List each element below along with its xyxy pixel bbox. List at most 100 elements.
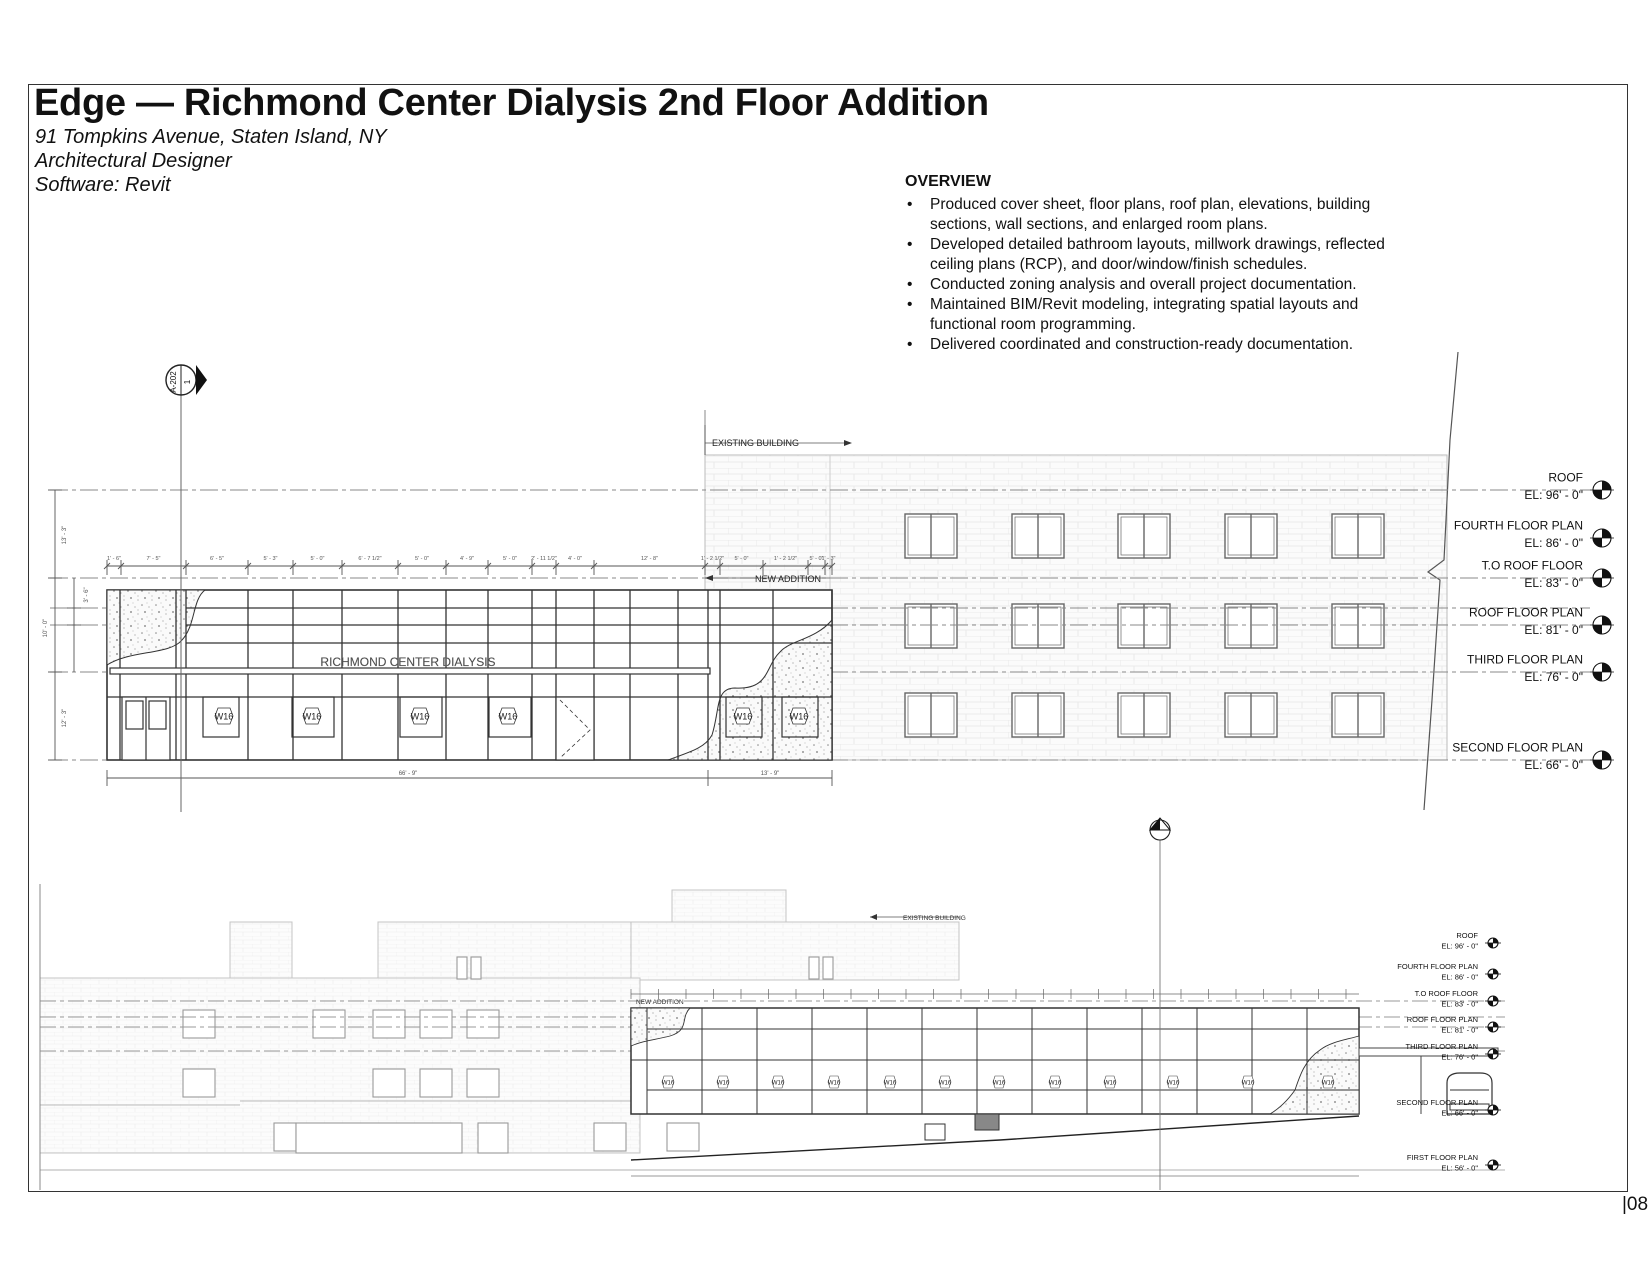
level-elevation: EL: 76' - 0" xyxy=(1524,670,1583,684)
level-name: SECOND FLOOR PLAN xyxy=(1396,1098,1478,1107)
dimension-label: 2' - 11 1/2" xyxy=(531,556,557,562)
dimension-label: 1' - 3" xyxy=(821,556,835,562)
window-tag: W16 xyxy=(828,1081,841,1087)
window-tag: W16 xyxy=(411,712,430,722)
window-tag: W16 xyxy=(499,712,518,722)
level-name: ROOF xyxy=(1456,931,1478,940)
storefront-window xyxy=(202,696,240,738)
project-address: 91 Tompkins Avenue, Staten Island, NY xyxy=(35,126,387,148)
level-elevation: EL: 96' - 0" xyxy=(1441,942,1478,951)
level-name: T.O ROOF FLOOR xyxy=(1482,559,1584,573)
lower-existing-building-tag: EXISTING BUILDING xyxy=(903,915,966,922)
storefront-window xyxy=(399,696,443,738)
level-elevation: EL: 56' - 0" xyxy=(1441,1164,1478,1173)
left-dim-3: 3' - 6" xyxy=(84,587,90,602)
window-tag: W16 xyxy=(939,1081,952,1087)
level-elevation: EL: 86' - 0" xyxy=(1524,536,1583,550)
building-signage: RICHMOND CENTER DIALYSIS xyxy=(320,655,495,669)
dimension-label: 1' - 2 1/2" xyxy=(774,556,797,562)
bottom-dim-1: 66' - 9" xyxy=(399,771,418,777)
level-elevation: EL: 66' - 0" xyxy=(1524,758,1583,772)
dimension-label: 4' - 9" xyxy=(460,556,474,562)
dimension-label: 1' - 2 1/2" xyxy=(701,556,724,562)
level-name: SECOND FLOOR PLAN xyxy=(1452,741,1583,755)
level-elevation: EL: 66' - 0" xyxy=(1441,1109,1478,1118)
dimension-label: 4' - 0" xyxy=(568,556,582,562)
level-elevation: EL: 81' - 0" xyxy=(1441,1026,1478,1035)
lower-stucco-left xyxy=(630,1007,692,1047)
level-name: ROOF FLOOR PLAN xyxy=(1469,606,1583,620)
window-tag: W16 xyxy=(1167,1081,1180,1087)
overview-heading: OVERVIEW xyxy=(905,173,991,190)
dimension-label: 5' - 0" xyxy=(310,556,324,562)
project-title: Edge — Richmond Center Dialysis 2nd Floo… xyxy=(34,82,989,124)
overview-list: Produced cover sheet, floor plans, roof … xyxy=(905,195,1425,355)
left-dim-2: 10' - 0" xyxy=(43,619,49,638)
storefront-window xyxy=(488,696,532,738)
bottom-dim-2: 13' - 9" xyxy=(761,771,780,777)
level-elevation: EL: 76' - 0" xyxy=(1441,1053,1478,1062)
level-elevation: EL: 83' - 0" xyxy=(1441,1000,1478,1009)
project-software: Software: Revit xyxy=(35,174,171,196)
level-name: THIRD FLOOR PLAN xyxy=(1467,653,1583,667)
dimension-label: 5' - 0" xyxy=(415,556,429,562)
window-tag: W16 xyxy=(1104,1081,1117,1087)
lower-level-markers: ROOF EL: 96' - 0" FOURTH FLOOR PLAN EL: 86'… xyxy=(1396,931,1501,1173)
new-addition-tag: NEW ADDITION xyxy=(755,574,821,584)
level-name: FIRST FLOOR PLAN xyxy=(1407,1153,1478,1162)
break-line xyxy=(1423,351,1459,811)
overview-item: Developed detailed bathroom layouts, mil… xyxy=(905,235,1425,275)
level-elevation: EL: 83' - 0" xyxy=(1524,576,1583,590)
new-addition-stucco-right xyxy=(667,618,833,761)
window-tags: W16 W16 W16 W16 W16 W16 xyxy=(202,696,819,738)
overview-item: Produced cover sheet, floor plans, roof … xyxy=(905,195,1425,235)
window-tag: W16 xyxy=(993,1081,1006,1087)
lower-section-marker xyxy=(1148,817,1172,841)
storefront-window xyxy=(291,696,335,738)
level-name: THIRD FLOOR PLAN xyxy=(1405,1042,1478,1051)
existing-windows xyxy=(904,513,1385,738)
overview-section: OVERVIEW Produced cover sheet, floor pla… xyxy=(905,172,1425,355)
level-elevation: EL: 86' - 0" xyxy=(1441,973,1478,982)
section-marker: A-202 1 xyxy=(165,364,207,396)
level-name: ROOF xyxy=(1548,471,1583,485)
overview-item: Conducted zoning analysis and overall pr… xyxy=(905,275,1425,295)
dimension-label: 5' - 0" xyxy=(809,556,823,562)
window-tag: W16 xyxy=(772,1081,785,1087)
level-elevation: EL: 81' - 0" xyxy=(1524,623,1583,637)
overview-item: Maintained BIM/Revit modeling, integrati… xyxy=(905,295,1425,335)
window-tag: W16 xyxy=(215,712,234,722)
dimension-label: 5' - 0" xyxy=(503,556,517,562)
svg-text:A-202: A-202 xyxy=(169,371,178,393)
dimension-label: 1' - 6" xyxy=(107,556,121,562)
dimension-label: 5' - 0" xyxy=(734,556,748,562)
lower-new-addition-tag: NEW ADDITION xyxy=(636,999,684,1006)
window-tag: W16 xyxy=(717,1081,730,1087)
window-tag: W16 xyxy=(734,712,753,722)
lower-stucco-right xyxy=(1268,1035,1360,1115)
existing-building-tag: EXISTING BUILDING xyxy=(712,438,799,448)
window-tag: W16 xyxy=(1049,1081,1062,1087)
page-number: |08 xyxy=(1622,1194,1649,1215)
dimension-label: 7' - 5" xyxy=(146,556,160,562)
window-tag: W16 xyxy=(303,712,322,722)
level-name: FOURTH FLOOR PLAN xyxy=(1454,519,1583,533)
svg-text:1: 1 xyxy=(183,379,192,384)
window-tag: W16 xyxy=(662,1081,675,1087)
project-role: Architectural Designer xyxy=(35,150,232,172)
dimension-label: 12' - 8" xyxy=(641,556,658,562)
left-dim-4: 12' - 3" xyxy=(62,709,68,728)
level-name: T.O ROOF FLOOR xyxy=(1415,989,1479,998)
window-tag: W16 xyxy=(790,712,809,722)
dimension-label: 5' - 3" xyxy=(263,556,277,562)
dimension-label: 6' - 7 1/2" xyxy=(358,556,381,562)
storefront-window xyxy=(725,696,763,738)
top-dimension-string: 1' - 6"7' - 5"6' - 5"5' - 3"5' - 0"6' - … xyxy=(103,556,836,575)
level-name: FOURTH FLOOR PLAN xyxy=(1397,962,1478,971)
overview-item: Delivered coordinated and construction-r… xyxy=(905,335,1425,355)
